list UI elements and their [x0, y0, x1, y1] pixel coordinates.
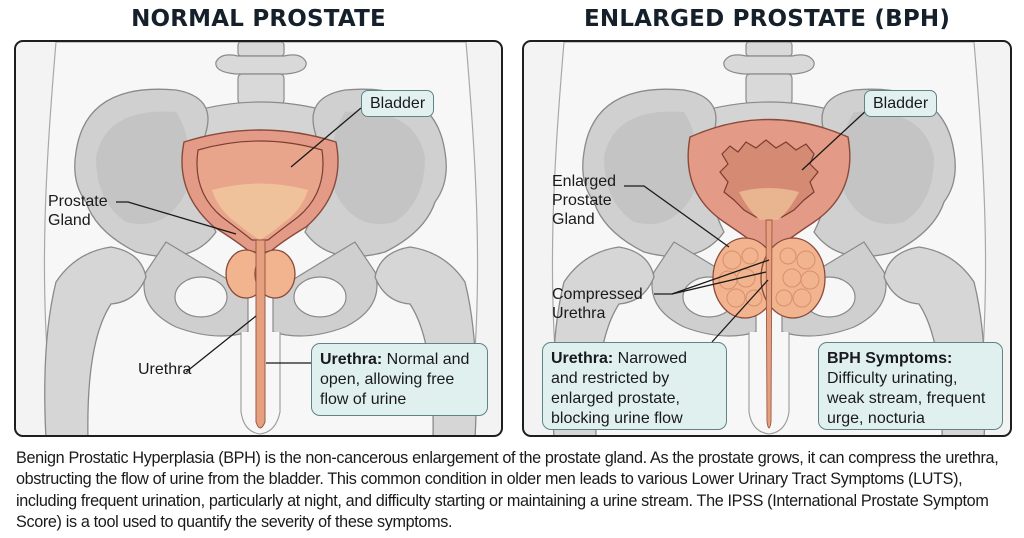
- spine-icon: [215, 42, 307, 105]
- callout-text: Narrowed and restricted by enlarged pros…: [551, 350, 688, 427]
- bph-description: Benign Prostatic Hyperplasia (BPH) is th…: [16, 449, 999, 532]
- normal-prostate-title: NORMAL PROSTATE: [131, 6, 386, 32]
- enlarged-prostate-panel: Bladder Enlarged Prostate Gland Compress…: [522, 40, 1012, 437]
- enlarged-prostate-gland-label: Enlarged Prostate Gland: [552, 173, 617, 228]
- callout-text: Difficulty urinating, weak stream, frequ…: [827, 370, 986, 427]
- enlarged-prostate-title: ENLARGED PROSTATE (BPH): [583, 6, 951, 32]
- enlarged-anatomy-illustration: [551, 42, 987, 435]
- normal-prostate-panel: Bladder Prostate Gland Urethra Urethra: …: [14, 40, 503, 437]
- callout-heading: BPH Symptoms:: [827, 350, 953, 367]
- prostate-gland-label: Prostate Gland: [48, 193, 108, 229]
- compressed-urethra-label: Compressed Urethra: [552, 286, 643, 322]
- bladder-label: Bladder: [864, 90, 938, 117]
- normal-anatomy-illustration: [43, 42, 479, 435]
- urethra-icon: [765, 219, 773, 429]
- normal-urethra-callout: Urethra: Normal and open, allowing free …: [311, 343, 488, 416]
- bph-symptoms-callout: BPH Symptoms: Difficulty urinating, weak…: [818, 342, 1003, 430]
- urethra-icon: [255, 239, 266, 429]
- enlarged-prostate-gland-icon: [712, 237, 826, 319]
- bladder-icon: [687, 118, 851, 248]
- urethra-label: Urethra: [138, 361, 192, 378]
- callout-text: Normal and open, allowing free flow of u…: [320, 351, 470, 408]
- callout-heading: Urethra:: [551, 350, 614, 367]
- enlarged-urethra-callout: Urethra: Narrowed and restricted by enla…: [542, 342, 727, 430]
- bladder-label: Bladder: [361, 90, 435, 117]
- callout-heading: Urethra:: [320, 351, 383, 368]
